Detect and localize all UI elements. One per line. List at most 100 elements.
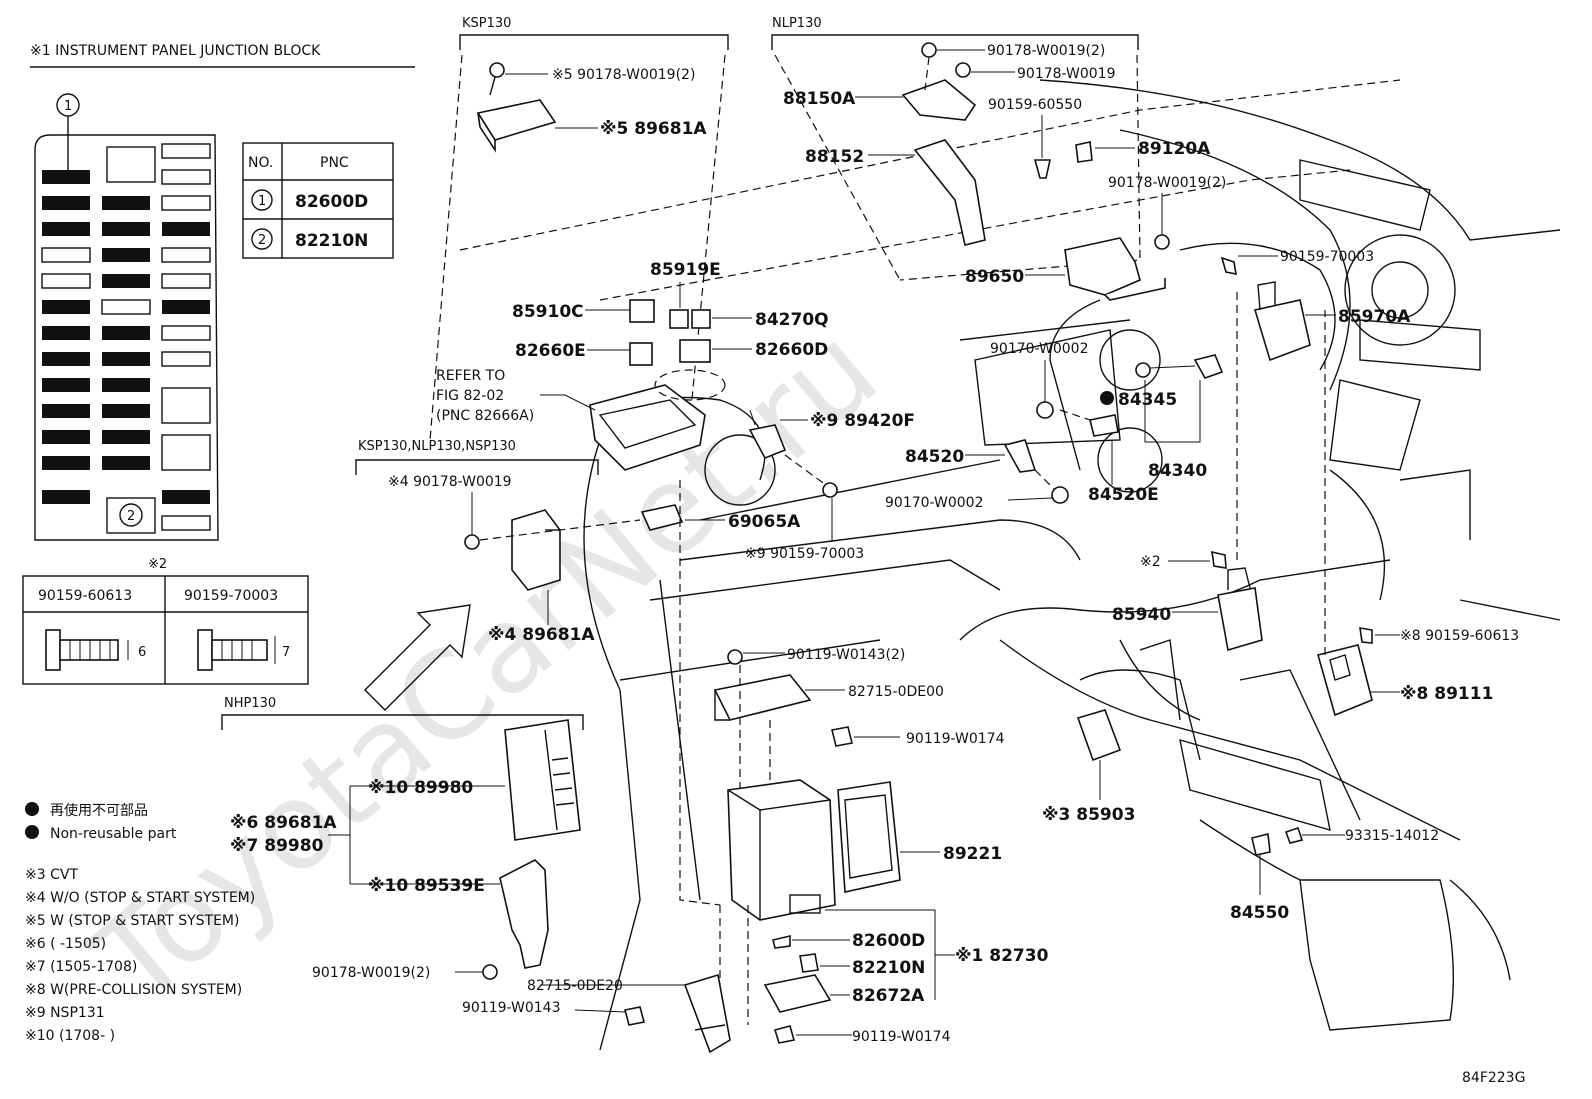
group-brackets: KSP130 NLP130 KSP130,NLP130,NSP130 NHP13… xyxy=(221,16,1141,730)
part-89539e-bracket xyxy=(499,859,549,969)
bolt-table: ※2 90159-60613 90159-70003 6 7 xyxy=(22,557,309,685)
label-84340: 84340 xyxy=(1148,461,1207,481)
non-reusable-dot xyxy=(1100,391,1114,405)
callout-2: 2 xyxy=(127,509,135,524)
label-84270q: 84270Q xyxy=(755,310,829,330)
junction-block-body xyxy=(34,134,219,541)
table-row-no: 1 xyxy=(258,194,266,209)
label-90119-w0174-a: 90119-W0174 xyxy=(906,731,1005,747)
legend: 再使用不可部品 Non-reusable part ※3 CVT ※4 W/O … xyxy=(25,802,255,1044)
junction-block-section: ※1 INSTRUMENT PANEL JUNCTION BLOCK 1 xyxy=(30,43,415,541)
direction-arrow xyxy=(364,604,471,711)
label-90178-nlp2: 90178-W0019 xyxy=(1017,66,1116,82)
legend-note: ※10 (1708- ) xyxy=(25,1028,115,1044)
group-label-multi: KSP130,NLP130,NSP130 xyxy=(358,439,516,454)
part-89980-ecu xyxy=(504,719,581,841)
legend-note: ※8 W(PRE-COLLISION SYSTEM) xyxy=(25,982,242,998)
label-82730: ※1 82730 xyxy=(955,946,1049,966)
label-89111: ※8 89111 xyxy=(1400,684,1493,704)
part-85903 xyxy=(1076,709,1122,762)
bolt-icon xyxy=(197,629,276,671)
junction-block-title: ※1 INSTRUMENT PANEL JUNCTION BLOCK xyxy=(30,43,321,59)
label-89980-10: ※10 89980 xyxy=(368,778,473,798)
group-label-nlp130: NLP130 xyxy=(772,16,822,31)
label-90170-a: 90170-W0002 xyxy=(990,341,1089,357)
diagram-code: 84F223G xyxy=(1462,1070,1525,1086)
label-90159-60613: ※8 90159-60613 xyxy=(1400,628,1519,644)
part-82715-0de00 xyxy=(713,674,812,721)
label-89681a-4: ※4 89681A xyxy=(488,625,595,645)
label-90178-nlp3: 90178-W0019(2) xyxy=(1108,175,1226,191)
part-84520 xyxy=(1003,439,1037,473)
group-label-ksp130: KSP130 xyxy=(462,16,511,31)
table-row-no: 2 xyxy=(258,233,266,248)
part-85970a xyxy=(1253,281,1311,362)
label-90159-70003-r: 90159-70003 xyxy=(1280,249,1374,265)
bolt-dim: 6 xyxy=(138,645,146,660)
label-x2: ※2 xyxy=(1140,554,1161,570)
label-85903: ※3 85903 xyxy=(1042,805,1135,825)
part-89681a-multi xyxy=(511,509,561,591)
label-88150a: 88150A xyxy=(783,89,856,109)
pnc-table: NO. PNC 1 82600D 2 82210N xyxy=(242,142,394,259)
legend-note: ※9 NSP131 xyxy=(25,1005,105,1021)
part-relay-block xyxy=(589,369,726,471)
label-90178-ksp: ※5 90178-W0019(2) xyxy=(552,67,695,83)
label-85970a: 85970A xyxy=(1338,307,1411,327)
part-85910c xyxy=(629,299,655,323)
part-69065a xyxy=(640,504,684,531)
label-93315: 93315-14012 xyxy=(1345,828,1439,844)
label-69065a: 69065A xyxy=(728,512,801,532)
bolt-header: 90159-60613 xyxy=(38,588,132,604)
label-82660d: 82660D xyxy=(755,340,828,360)
label-90159-70003-9: ※9 90159-70003 xyxy=(745,546,864,562)
label-90159-60550: 90159-60550 xyxy=(988,97,1082,113)
label-90119-w0143-2: 90119-W0143(2) xyxy=(787,647,905,663)
label-84550: 84550 xyxy=(1230,903,1289,923)
legend-note: ※5 W (STOP & START SYSTEM) xyxy=(25,913,239,929)
label-89120a: 89120A xyxy=(1138,139,1211,159)
part-84270q xyxy=(691,309,711,329)
label-85910c: 85910C xyxy=(512,302,584,322)
label-90119-w0174-b: 90119-W0174 xyxy=(852,1029,951,1045)
part-89111 xyxy=(1317,644,1373,717)
part-85940 xyxy=(1217,567,1263,652)
legend-jp: 再使用不可部品 xyxy=(50,802,148,819)
label-84520: 84520 xyxy=(905,447,964,467)
label-90170-b: 90170-W0002 xyxy=(885,495,984,511)
group-label-nhp130: NHP130 xyxy=(224,696,276,711)
bolt-table-note: ※2 xyxy=(148,557,167,572)
callout-1: 1 xyxy=(64,99,72,114)
label-82672a: 82672A xyxy=(852,986,925,1006)
part-89681a-ksp xyxy=(476,62,557,153)
label-84520e: 84520E xyxy=(1088,485,1159,505)
refer-line3: (PNC 82666A) xyxy=(436,408,534,424)
label-82715-0de20: 82715-0DE20 xyxy=(527,978,623,994)
label-89650: 89650 xyxy=(965,267,1024,287)
callout-2-circle xyxy=(119,503,143,527)
table-header-pnc: PNC xyxy=(320,155,349,171)
part-84550 xyxy=(1251,833,1271,856)
legend-note: ※4 W/O (STOP & START SYSTEM) xyxy=(25,890,255,906)
legend-note: ※6 ( -1505) xyxy=(25,936,106,952)
label-89681a-ksp: ※5 89681A xyxy=(600,119,707,139)
part-82660d xyxy=(679,339,711,363)
table-row-pnc: 82600D xyxy=(295,192,368,212)
part-89221 xyxy=(837,781,901,893)
label-90178-bot: 90178-W0019(2) xyxy=(312,965,430,981)
label-85940: 85940 xyxy=(1112,605,1171,625)
label-89681a-6: ※6 89681A xyxy=(230,813,337,833)
label-90119-w0143: 90119-W0143 xyxy=(462,1000,561,1016)
legend-note: ※7 (1505-1708) xyxy=(25,959,137,975)
label-88152: 88152 xyxy=(805,147,864,167)
table-row-pnc: 82210N xyxy=(295,231,368,251)
part-82660e xyxy=(629,342,653,366)
refer-line1: REFER TO xyxy=(436,368,505,384)
refer-line2: FIG 82-02 xyxy=(436,388,504,404)
label-85919e: 85919E xyxy=(650,260,721,280)
part-junction-block-box xyxy=(727,779,836,921)
label-84345: 84345 xyxy=(1118,390,1177,410)
legend-note: ※3 CVT xyxy=(25,867,78,883)
label-89980-7: ※7 89980 xyxy=(230,836,324,856)
